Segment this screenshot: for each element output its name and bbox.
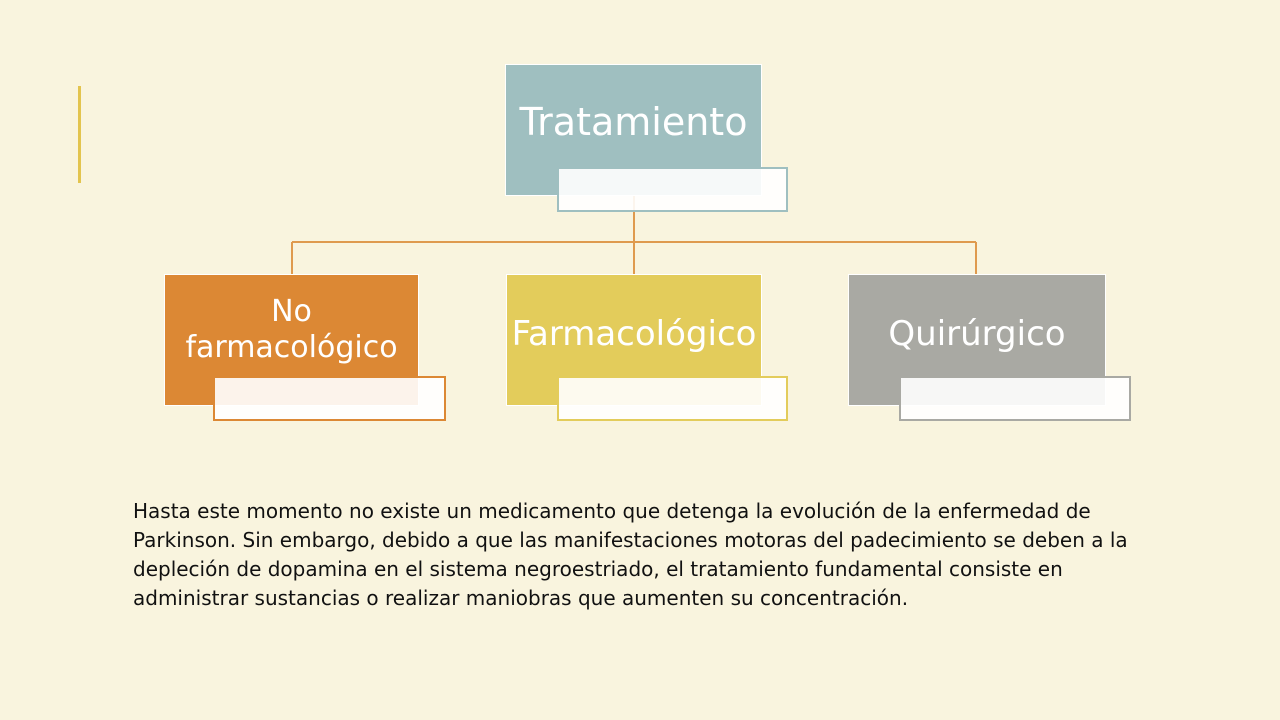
node-farmacologico-label: Farmacológico [511,313,757,354]
body-paragraph: Hasta este momento no existe un medicame… [133,499,1128,610]
node-no-farmacologico-label: No farmacológico [185,294,398,365]
node-no-farmacologico-subbox [213,376,446,421]
node-tratamiento-label: Tratamiento [519,100,748,145]
node-farmacologico-subbox [557,376,788,421]
node-quirurgico-subbox [899,376,1131,421]
node-no-farmacologico: No farmacológico [164,274,419,406]
accent-bar [78,86,81,183]
node-tratamiento-subbox [557,167,788,212]
node-quirurgico-label: Quirúrgico [888,313,1066,354]
